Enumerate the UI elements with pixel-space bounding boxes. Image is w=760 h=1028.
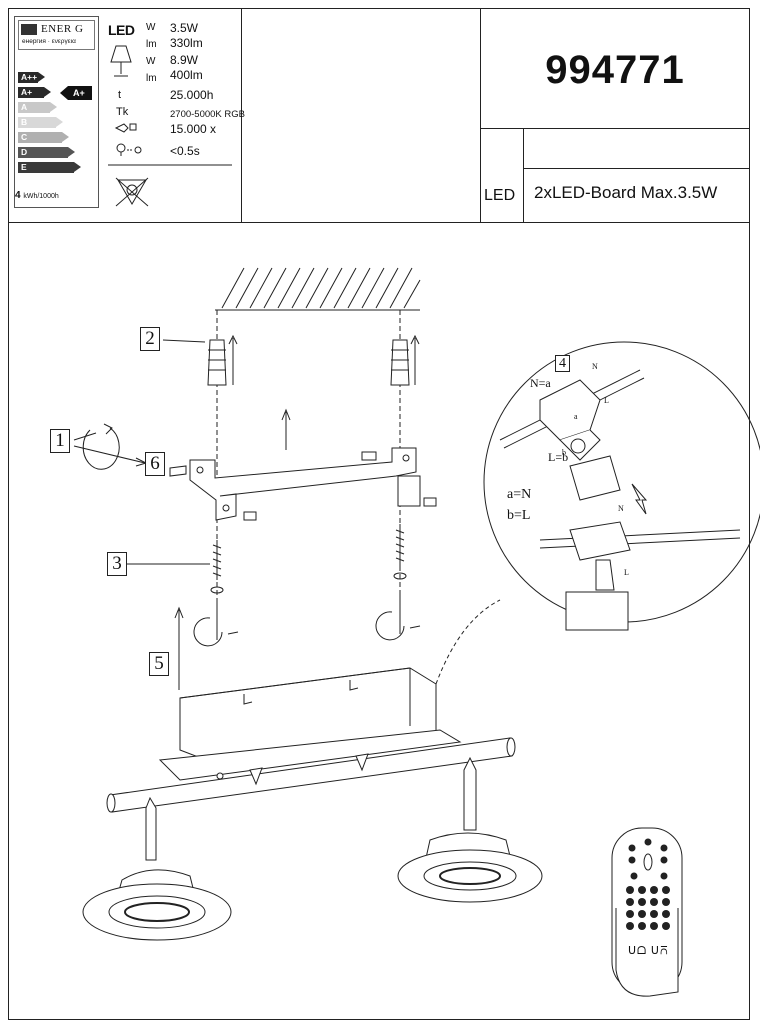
terminal-block-top — [499, 369, 645, 501]
callout-2: 2 — [140, 327, 160, 351]
callout-6: 6 — [145, 452, 165, 476]
wall-plug-right — [390, 334, 420, 386]
detail-l-label-1: L — [604, 396, 609, 405]
spotlight-right — [397, 756, 543, 903]
switch-cycle-icon — [114, 123, 137, 133]
energy-rating-badge: A+ — [60, 86, 92, 100]
page-frame — [8, 8, 750, 1020]
lamp-arm-bar — [106, 737, 516, 813]
spec-power-1: 3.5W — [170, 21, 199, 35]
callout-4: 4 — [555, 355, 570, 372]
spec-lumen-1: 330lm — [170, 36, 203, 50]
detail-circle — [483, 341, 760, 623]
energy-class-c: C — [18, 132, 69, 143]
detail-b-label: b — [562, 448, 566, 457]
consumption-unit: kWh/1000h — [23, 193, 59, 200]
energy-label-header: ENER G енергия · ενεργεια — [18, 20, 95, 50]
remote-button-grid — [626, 886, 670, 930]
energy-class-e: E — [18, 162, 81, 173]
detail-a-label: a — [574, 412, 578, 421]
rotate-icon-1 — [82, 427, 120, 470]
article-number: 994771 — [545, 48, 685, 92]
callout-3: 3 — [107, 552, 127, 576]
terminal-block-bottom — [539, 521, 741, 631]
screw-left — [210, 540, 224, 594]
spec-life-symbol: t — [118, 89, 122, 101]
led-tag: LED — [484, 187, 516, 204]
down-arrow-detail — [631, 483, 648, 515]
rotate-arrow-left — [193, 617, 223, 647]
spec-lumen-unit-2: lm — [146, 73, 157, 84]
remote-bottom-text: ᑌᗝ ᑌ⩃ — [628, 945, 669, 957]
detail-l-eq-b: L=b — [548, 450, 569, 464]
spec-lifetime: 25.000h — [170, 88, 214, 102]
wall-plug-left — [207, 334, 238, 386]
energy-class-ap: A+ — [18, 87, 51, 98]
canopy-box — [158, 667, 462, 781]
spec-lumen-unit-1: lm — [146, 39, 157, 50]
detail-b-eq-l: b=L — [507, 508, 531, 523]
spec-color-temp: 2700-5000K RGB — [170, 109, 245, 120]
header-divider-1 — [241, 8, 242, 222]
energy-label-subtitle: енергия · ενεργεια — [22, 38, 76, 45]
header-row-line-1 — [480, 128, 750, 129]
energy-class-b: B — [18, 117, 63, 128]
spec-lumen-2: 400lm — [170, 68, 203, 82]
spec-power-unit-1: W — [146, 22, 156, 33]
lamp-icon — [110, 45, 132, 77]
callout-5: 5 — [149, 652, 169, 676]
energy-class-d: D — [18, 147, 75, 158]
spec-led-label: LED — [108, 22, 135, 38]
screw-right — [393, 524, 407, 580]
eu-flag-icon — [21, 24, 37, 35]
spotlight-left — [82, 796, 232, 941]
detail-n-eq-a: N=a — [530, 376, 551, 390]
consumption-value: 4 — [15, 190, 21, 201]
not-dimmable-icon — [115, 177, 149, 207]
energy-class-a: A — [18, 102, 57, 113]
spec-power-2: 8.9W — [170, 53, 199, 67]
detail-n-label-2: N — [618, 504, 624, 513]
detail-leader — [435, 599, 501, 685]
mounting-bracket — [169, 447, 437, 521]
spec-warmup: <0.5s — [170, 144, 200, 158]
energy-label-title: ENER G — [41, 23, 84, 35]
warmup-icon — [116, 143, 142, 156]
header-divider-3 — [523, 128, 524, 222]
header-divider-2 — [480, 8, 481, 222]
energy-class-app: A++ — [18, 72, 45, 83]
rotate-arrow-right — [375, 611, 405, 641]
energy-consumption: 4 kWh/1000h — [15, 190, 59, 201]
energy-label: ENER G енергия · ενεργεια A++ A+ A B C D… — [14, 16, 99, 208]
header-row-line-2 — [523, 168, 750, 169]
up-arrow-center-head — [281, 408, 291, 421]
header-bottom-line — [8, 222, 750, 223]
detail-l-label-2: L — [624, 568, 629, 577]
leader-1 — [73, 445, 146, 464]
leader-2 — [162, 339, 206, 343]
board-spec: 2xLED-Board Max.3.5W — [534, 183, 718, 202]
ceiling-hatch — [215, 267, 421, 311]
spec-power-unit-2: W — [146, 56, 156, 67]
detail-a-eq-n: a=N — [507, 487, 532, 502]
callout-1: 1 — [50, 429, 70, 453]
spec-switching: 15.000 x — [170, 122, 217, 136]
spec-temp-symbol: Tk — [116, 106, 129, 118]
remote-control-icon — [611, 827, 683, 997]
detail-n-label-1: N — [592, 362, 598, 371]
